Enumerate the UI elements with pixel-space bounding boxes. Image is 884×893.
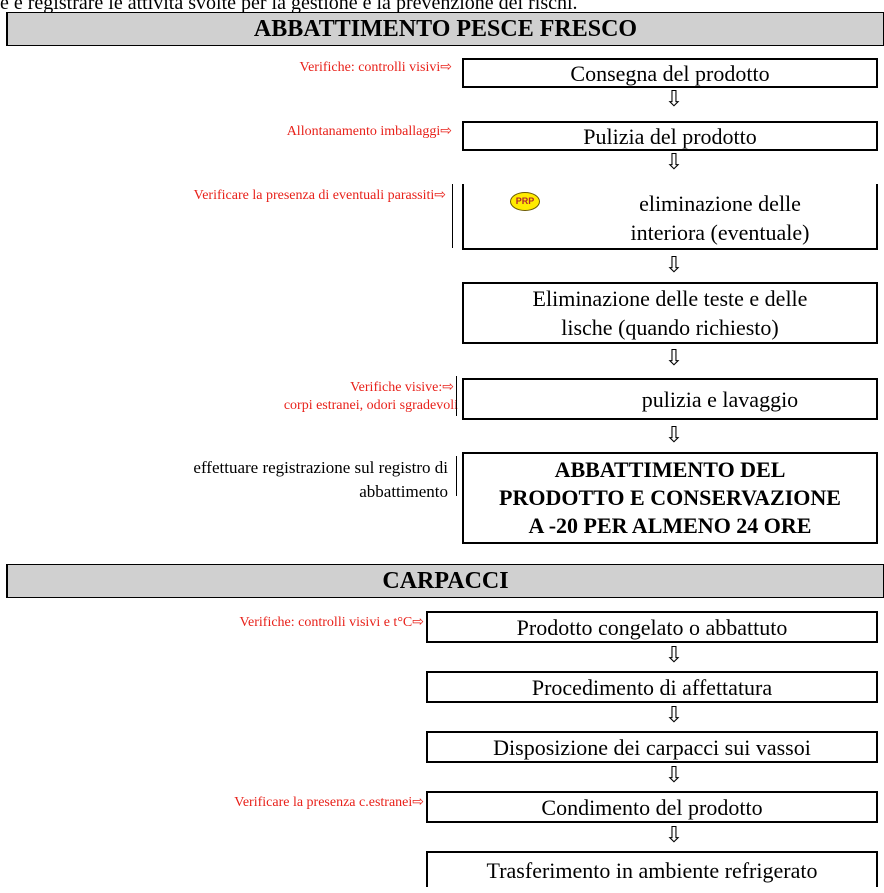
arrow-down-icon: ⇩ xyxy=(664,422,684,447)
flow-step-consegna: Consegna del prodotto xyxy=(462,58,878,88)
flow-step-eliminazione-line1: eliminazione delle xyxy=(639,191,801,216)
arrow-down-icon: ⇩ xyxy=(664,149,684,174)
box-left-edge xyxy=(462,184,464,218)
flow-step-abbattimento: ABBATTIMENTO DEL PRODOTTO E CONSERVAZION… xyxy=(462,452,878,544)
arrow-down-icon: ⇩ xyxy=(664,252,684,277)
flow-step-pulizia: Pulizia del prodotto xyxy=(462,121,878,151)
flow-step-abbattimento-line2: PRODOTTO E CONSERVAZIONE xyxy=(499,485,841,510)
flow-step-congelato: Prodotto congelato o abbattuto xyxy=(426,611,878,643)
section-title-abbattimento: ABBATTIMENTO PESCE FRESCO xyxy=(6,12,884,46)
note-verifiche-visive: Verifiche visive:⇨ xyxy=(350,380,454,395)
box-right-edge xyxy=(876,184,878,218)
divider-line xyxy=(456,456,457,496)
flow-step-lavaggio: pulizia e lavaggio xyxy=(462,378,878,420)
flow-step-abbattimento-line1: ABBATTIMENTO DEL xyxy=(554,457,786,482)
flow-step-condimento: Condimento del prodotto xyxy=(426,791,878,823)
flow-step-eliminazione-line2: interiora (eventuale) xyxy=(462,216,878,250)
flow-step-teste-line2: lische (quando richiesto) xyxy=(561,315,779,340)
flow-step-teste-lische: Eliminazione delle teste e delle lische … xyxy=(462,282,878,344)
arrow-down-icon: ⇩ xyxy=(664,86,684,111)
flow-step-teste-line1: Eliminazione delle teste e delle xyxy=(532,286,808,311)
flow-step-affettatura: Procedimento di affettatura xyxy=(426,671,878,703)
note-imballaggi: Allontanamento imballaggi⇨ xyxy=(286,124,452,139)
arrow-down-icon: ⇩ xyxy=(664,345,684,370)
flow-step-disposizione: Disposizione dei carpacci sui vassoi xyxy=(426,731,878,763)
flow-step-trasferimento: Trasferimento in ambiente refrigerato xyxy=(426,851,878,887)
note-corpi-estranei: corpi estranei, odori sgradevoli xyxy=(283,398,458,413)
arrow-down-icon: ⇩ xyxy=(664,822,684,847)
note-estranei: Verificare la presenza c.estranei⇨ xyxy=(234,795,424,810)
note-verifiche-visivi: Verifiche: controlli visivi⇨ xyxy=(299,60,452,75)
divider-line xyxy=(456,376,457,416)
arrow-down-icon: ⇩ xyxy=(664,642,684,667)
divider-line xyxy=(452,184,453,248)
note-registrazione: effettuare registrazione sul registro di… xyxy=(193,458,448,501)
arrow-down-icon: ⇩ xyxy=(664,702,684,727)
arrow-down-icon: ⇩ xyxy=(664,762,684,787)
note-parassiti: Verificare la presenza di eventuali para… xyxy=(193,188,446,203)
note-temperatura: Verifiche: controlli visivi e t°C⇨ xyxy=(239,615,424,630)
section-title-carpacci: CARPACCI xyxy=(6,564,884,598)
flow-step-abbattimento-line3: A -20 PER ALMENO 24 ORE xyxy=(528,513,812,538)
prp-badge-icon: PRP xyxy=(510,192,540,211)
intro-text: e e registrare le attività svolte per la… xyxy=(0,0,578,14)
